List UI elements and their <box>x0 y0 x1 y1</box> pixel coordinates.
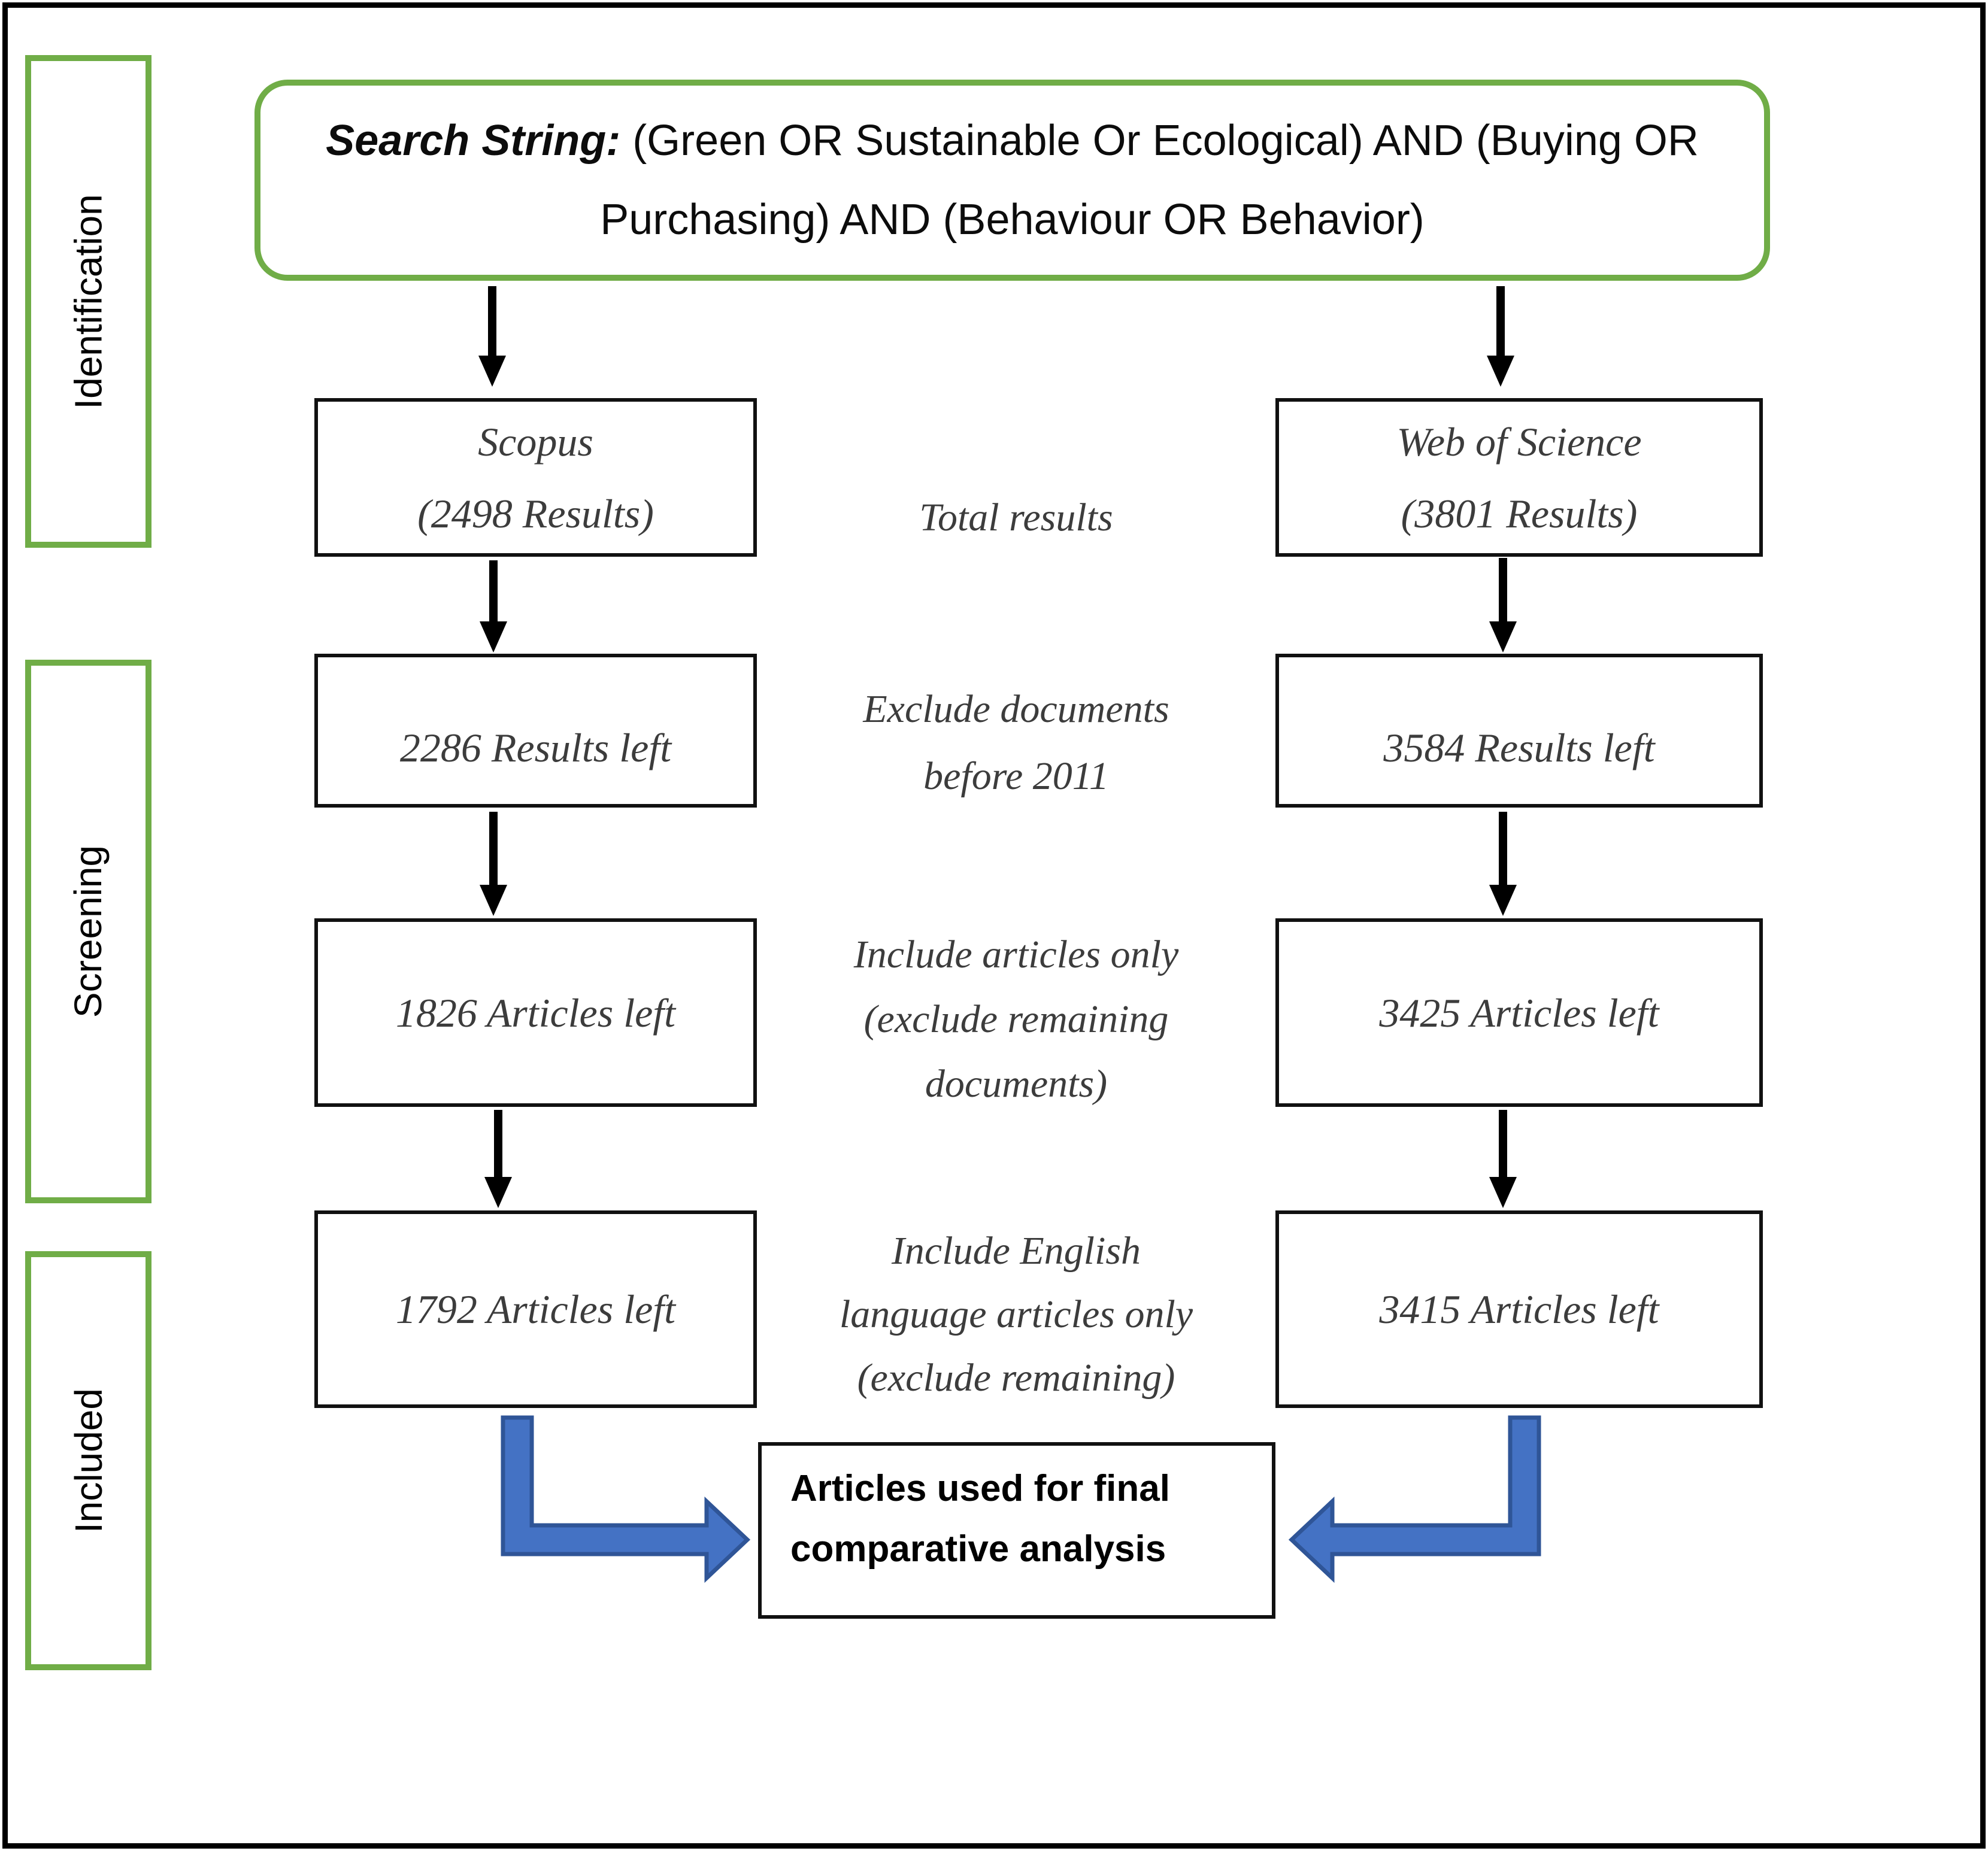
search-string-label: Search String: <box>326 117 621 165</box>
scopus-name: Scopus <box>478 418 593 465</box>
wos-articles-only-box: 3425 Articles left <box>1275 918 1763 1107</box>
wos-articles-only-value: 3425 Articles left <box>1379 990 1659 1036</box>
stage-box-identification: Identification <box>25 55 151 548</box>
stage-label-identification: Identification <box>66 193 110 409</box>
wos-total-box: Web of Science (3801 Results) <box>1275 398 1763 557</box>
step3-line1: Include articles only <box>853 933 1179 976</box>
step4-line1: Include English <box>891 1229 1141 1273</box>
wos-name: Web of Science <box>1396 418 1642 465</box>
step4-line3: (exclude remaining) <box>857 1356 1175 1400</box>
step3-line3: documents) <box>925 1062 1108 1106</box>
wos-english-only-box: 3415 Articles left <box>1275 1210 1763 1408</box>
scopus-total-results: (2498 Results) <box>417 490 654 536</box>
scopus-total-box: Scopus (2498 Results) <box>314 398 757 557</box>
scopus-after-year-box: 2286 Results left <box>314 654 757 808</box>
arrow-down-wos-articles-icon <box>1499 812 1507 885</box>
wos-after-year-value: 3584 Results left <box>1383 725 1655 770</box>
arrow-down-scopus-year-icon <box>489 560 498 621</box>
arrow-down-scopus-english-icon <box>494 1110 502 1177</box>
arrow-down-scopus-articles-icon <box>489 812 498 885</box>
scopus-articles-only-value: 1826 Articles left <box>395 990 676 1036</box>
scopus-articles-only-box: 1826 Articles left <box>314 918 757 1107</box>
scopus-after-year-value: 2286 Results left <box>399 725 672 770</box>
scopus-english-only-box: 1792 Articles left <box>314 1210 757 1408</box>
arrow-down-scopus-total-icon <box>488 286 496 356</box>
scopus-english-only-value: 1792 Articles left <box>395 1286 676 1332</box>
wos-english-only-value: 3415 Articles left <box>1379 1286 1659 1332</box>
step3-line2: (exclude remaining <box>863 997 1169 1041</box>
step-label-total-results: Total results <box>717 488 1316 548</box>
stage-box-screening: Screening <box>25 660 151 1203</box>
bent-arrow-right-icon <box>1288 1415 1541 1583</box>
arrow-down-wos-english-icon <box>1499 1110 1507 1177</box>
step2-line2: before 2011 <box>923 754 1109 798</box>
final-box-line2: comparative analysis <box>790 1528 1166 1570</box>
wos-after-year-box: 3584 Results left <box>1275 654 1763 808</box>
step1-text: Total results <box>919 496 1113 539</box>
step2-line1: Exclude documents <box>863 687 1169 731</box>
bent-arrow-left-icon <box>501 1415 751 1583</box>
search-string-line2: Purchasing) AND (Behaviour OR Behavior) <box>600 196 1425 244</box>
step-label-include-articles-only: Include articles only (exclude remaining… <box>717 923 1316 1116</box>
stage-label-included: Included <box>66 1388 110 1533</box>
final-analysis-box: Articles used for final comparative anal… <box>758 1442 1275 1619</box>
search-string-query-part1: (Green OR Sustainable Or Ecological) AND… <box>632 117 1699 165</box>
search-string-box: Search String:(Green OR Sustainable Or E… <box>254 80 1770 281</box>
arrow-down-wos-total-icon <box>1496 286 1505 356</box>
final-box-line1: Articles used for final <box>790 1467 1170 1509</box>
wos-total-results: (3801 Results) <box>1401 490 1638 536</box>
stage-label-screening: Screening <box>66 845 110 1018</box>
step-label-include-english-only: Include English language articles only (… <box>717 1219 1316 1410</box>
arrow-down-wos-year-icon <box>1499 558 1507 621</box>
search-string-line1: Search String:(Green OR Sustainable Or E… <box>326 101 1699 180</box>
stage-box-included: Included <box>25 1251 151 1670</box>
step4-line2: language articles only <box>839 1292 1193 1336</box>
step-label-exclude-before-2011: Exclude documents before 2011 <box>717 676 1316 810</box>
